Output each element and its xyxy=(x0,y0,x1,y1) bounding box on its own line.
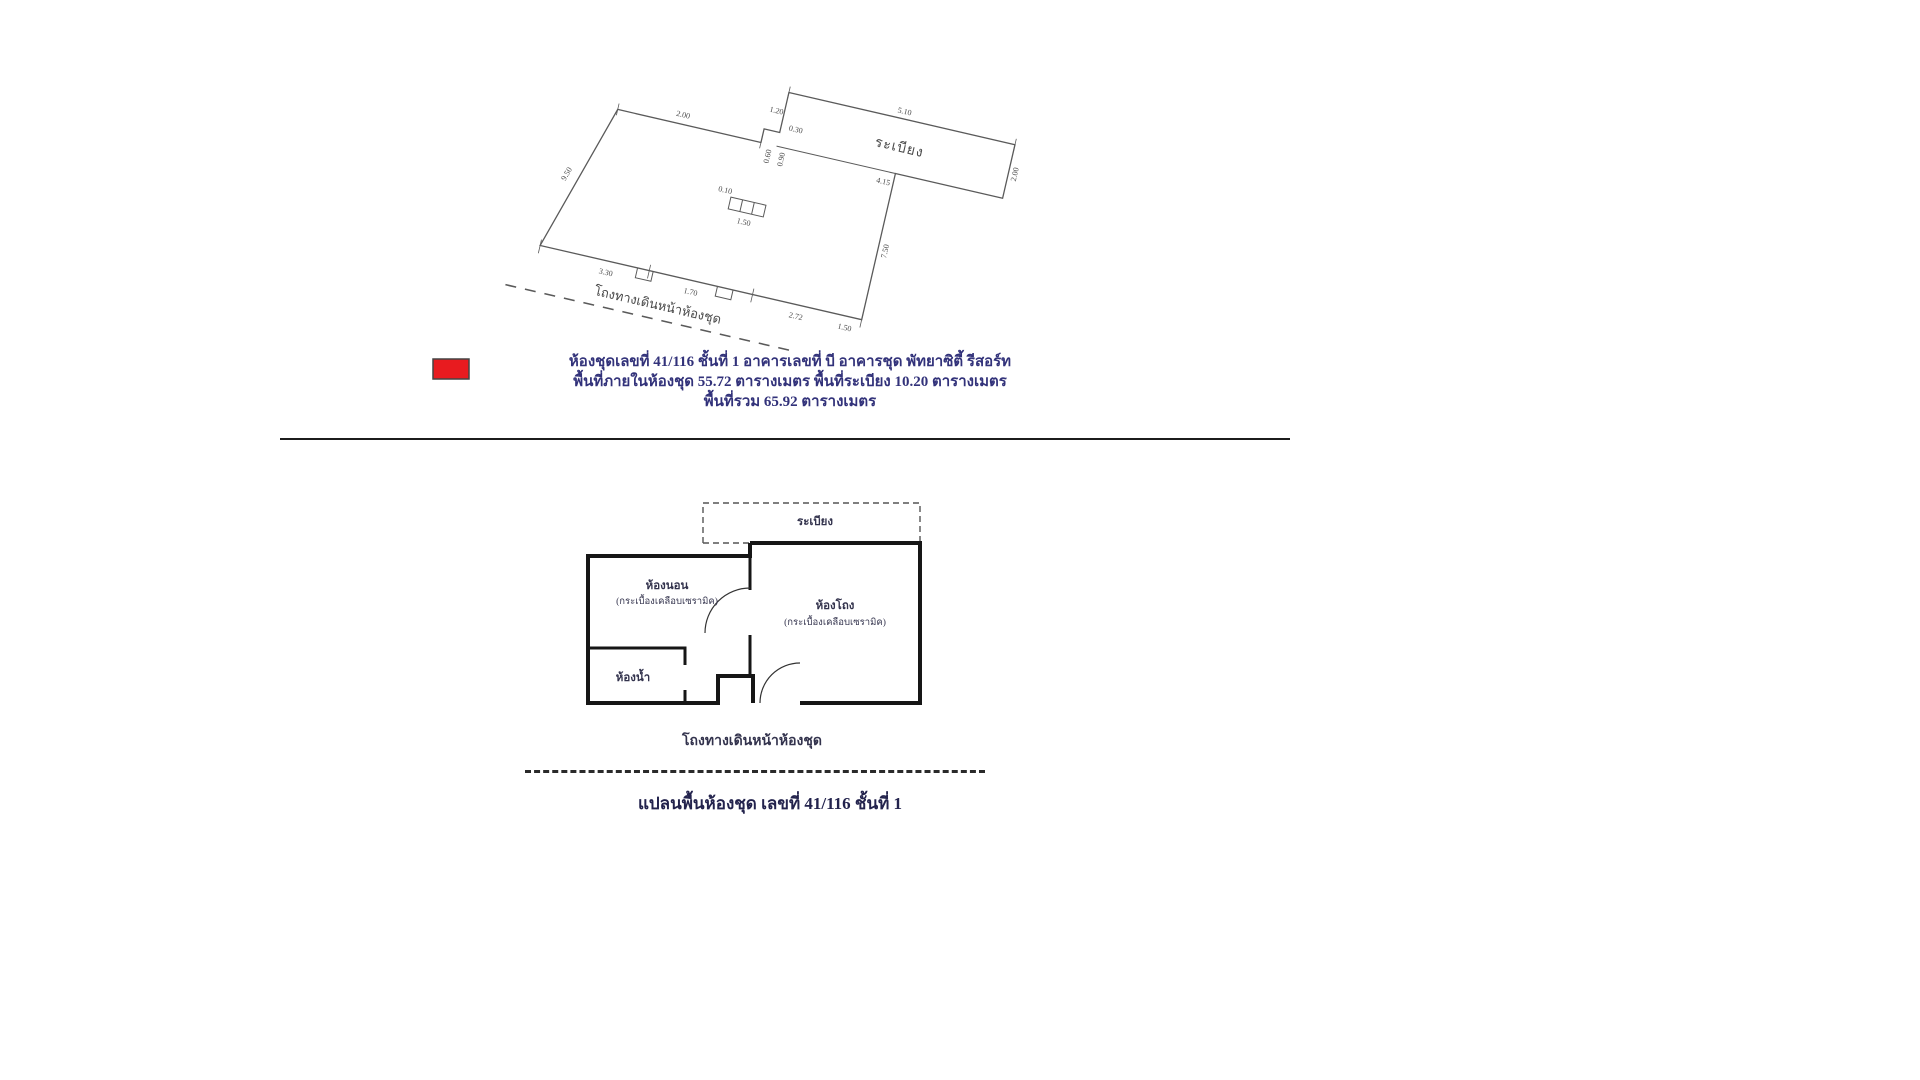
plan-corridor-caption: โถงทางเดินหน้าห้องชุด xyxy=(682,734,822,749)
bathroom-label: ห้องน้ำ xyxy=(616,668,650,684)
entrance-door-arc xyxy=(759,662,801,704)
dimension-label: 2.72 xyxy=(788,310,804,322)
dimension-ticks xyxy=(537,86,1017,328)
balcony-label: ระเบียง xyxy=(797,515,833,528)
dimension-label: 1.50 xyxy=(736,216,752,228)
survey-balcony-label: ระเบียง xyxy=(873,134,925,161)
bottom-notch xyxy=(714,286,734,301)
balcony-dashed-outline xyxy=(702,502,921,544)
dimension-label: 1.70 xyxy=(683,286,699,298)
bedroom-note: (กระเบื้องเคลือบเซรามิค) xyxy=(616,594,718,607)
balcony-floor-line xyxy=(776,145,896,175)
dimension-label: 2.00 xyxy=(1009,167,1021,183)
dimension-label: 4.15 xyxy=(875,176,891,188)
hall-label: ห้องโถง xyxy=(816,597,855,612)
dimension-label: 9.50 xyxy=(559,166,574,183)
bedroom-door-arc xyxy=(704,587,751,634)
legend-line: พื้นที่ภายในห้องชุด 55.72 ตารางเมตร พื้น… xyxy=(573,374,1007,390)
dimension-label: 1.50 xyxy=(837,322,853,334)
plan-caption: แปลนพื้นห้องชุด เลขที่ 41/116 ชั้นที่ 1 xyxy=(637,794,903,813)
legend-swatch-rect xyxy=(432,358,470,380)
legend-text: ห้องชุดเลขที่ 41/116 ชั้นที่ 1 อาคารเลขท… xyxy=(420,352,1160,412)
dimension-label: 0.10 xyxy=(717,184,733,196)
bathroom-walls xyxy=(588,646,687,703)
bedroom-label: ห้องนอน xyxy=(646,579,689,592)
dimension-label: 5.10 xyxy=(897,106,913,118)
bottom-notch xyxy=(634,267,654,282)
plan-walkway-dashed-line xyxy=(525,770,985,773)
hall-note: (กระเบื้องเคลือบเซรามิค) xyxy=(784,615,886,628)
dimension-label: 2.00 xyxy=(675,109,691,121)
dimension-label: 0.30 xyxy=(788,124,804,136)
floor-plan-figure: ระเบียง ห้องนอน (กระเบื้องเคลือบเซรามิค)… xyxy=(586,502,922,705)
section-divider xyxy=(280,438,1290,440)
legend-line: ห้องชุดเลขที่ 41/116 ชั้นที่ 1 อาคารเลขท… xyxy=(568,354,1012,370)
dimension-label: 7.50 xyxy=(879,243,891,259)
dimension-label: 0.60 xyxy=(762,148,774,164)
survey-plan-figure: 2.00 1.20 0.30 0.60 0.90 0.10 1.50 5.10 … xyxy=(505,86,1021,353)
shaft-symbol xyxy=(727,196,767,218)
dimension-label: 1.20 xyxy=(769,105,785,117)
dimension-label: 3.30 xyxy=(598,266,614,278)
survey-corridor-label: โถงทางเดินหน้าห้องชุด xyxy=(593,283,723,328)
legend-swatch xyxy=(432,358,470,380)
corridor-dashed-line xyxy=(505,283,795,353)
legend-line: พื้นที่รวม 65.92 ตารางเมตร xyxy=(703,394,877,410)
dimension-label: 0.90 xyxy=(775,152,787,168)
outer-walls xyxy=(586,541,922,705)
